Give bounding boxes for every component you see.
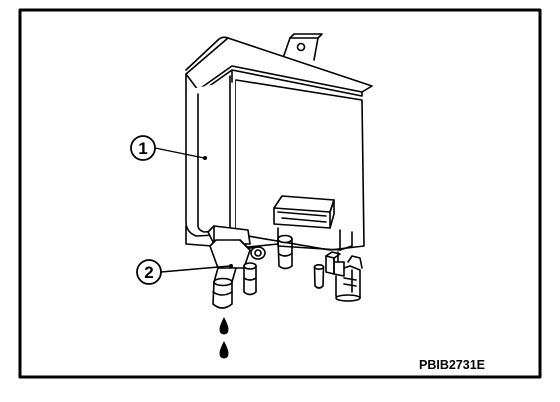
connector-assembly — [325, 251, 363, 302]
callout-1-label: 1 — [138, 139, 147, 158]
callout-1: 1 — [130, 135, 207, 161]
tube-port-left — [277, 234, 293, 270]
callout-2: 2 — [136, 259, 233, 285]
tube-port-small — [313, 263, 325, 289]
water-drop-icon — [219, 317, 229, 335]
figure-code: PBIB2731E — [419, 358, 485, 372]
water-drop-icon — [219, 341, 229, 359]
drain-valve — [207, 225, 266, 309]
mounting-bracket — [282, 33, 323, 61]
water-drop-icons — [219, 317, 229, 359]
callout-2-label: 2 — [144, 263, 153, 282]
evap-canister-drawing — [185, 33, 373, 359]
